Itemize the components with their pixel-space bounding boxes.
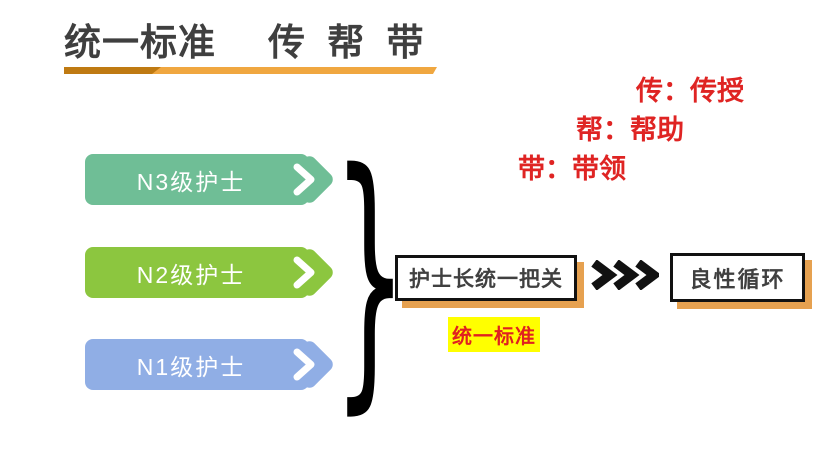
- curly-brace: }: [332, 136, 407, 413]
- title-part-2: 传 帮 带: [268, 22, 430, 63]
- level-banner-label: N2级护士: [136, 261, 246, 288]
- definition-line-chuan: 传：传授: [636, 76, 744, 106]
- title-underline-dark: [64, 67, 161, 74]
- banner-body: [85, 339, 309, 390]
- definition-line-dai: 带：带领: [518, 154, 626, 184]
- level-banner-n2: N2级护士: [85, 246, 341, 299]
- slide-title: 统一标准 传 帮 带: [64, 12, 430, 66]
- triple-chevron-icon: [589, 259, 662, 295]
- banner-body: [85, 247, 309, 298]
- standard-caption: 统一标准: [448, 317, 540, 352]
- chevron-right-icon: [292, 163, 316, 201]
- level-banner-label: N3级护士: [136, 168, 246, 195]
- chevron-right-icon: [292, 348, 316, 386]
- result-box: 良性循环: [670, 253, 805, 302]
- chevron-right-icon: [292, 256, 316, 294]
- level-banner-n3: N3级护士: [85, 153, 341, 206]
- title-underline-light: [64, 67, 437, 74]
- definition-line-bang: 帮：帮助: [576, 115, 684, 145]
- banner-body: [85, 154, 309, 205]
- level-banner-n1: N1级护士: [85, 338, 341, 391]
- level-banner-label: N1级护士: [136, 353, 246, 380]
- title-part-1: 统一标准: [64, 22, 216, 63]
- gate-box: 护士长统一把关: [395, 255, 577, 301]
